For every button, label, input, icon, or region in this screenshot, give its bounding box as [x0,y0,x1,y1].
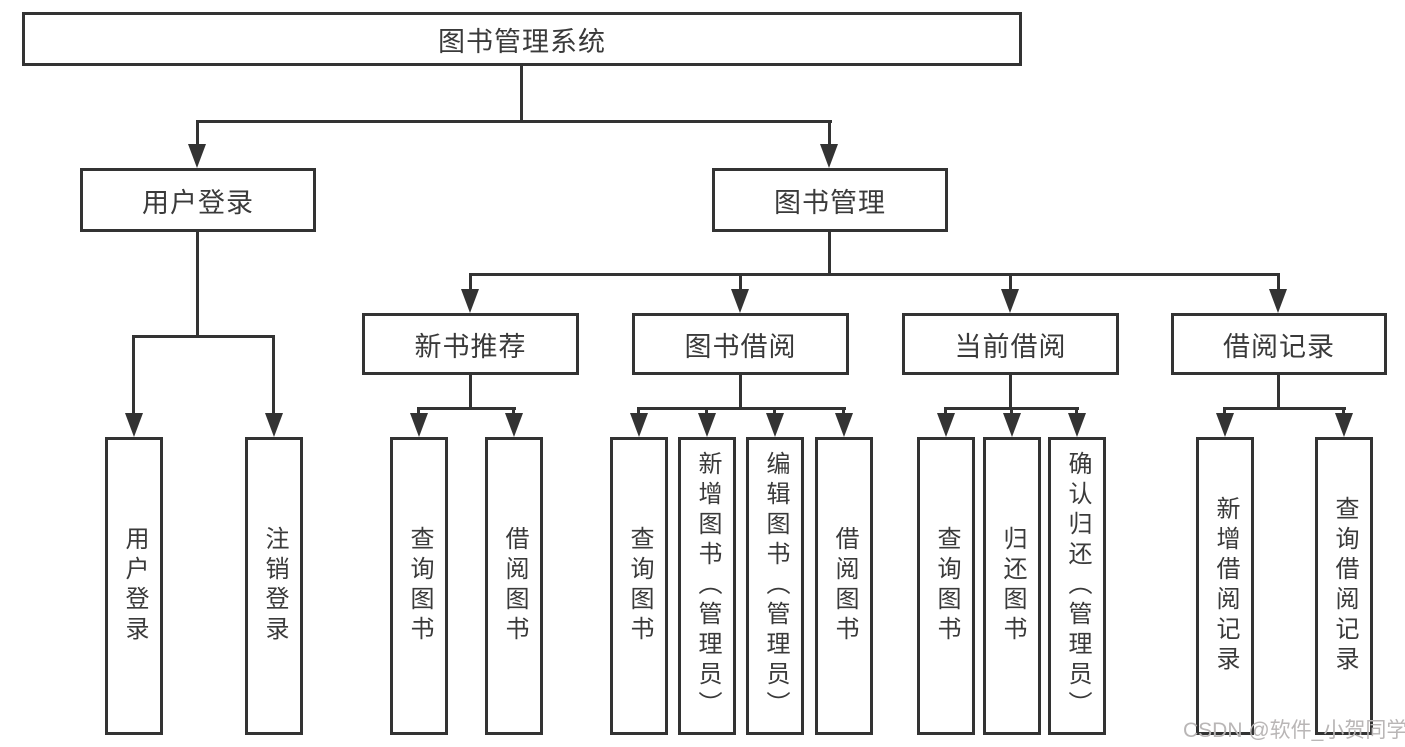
arrowhead-down [1001,289,1019,313]
node-root-label: 图书管理系统 [438,26,606,57]
connector-user-login-bar [133,335,275,338]
connector-root-stem [520,66,523,120]
connector-borrow-record-bar [1224,407,1346,410]
leaf-label: 借阅图书 [501,526,528,646]
arrowhead-down [1003,413,1021,437]
arrowhead-down [410,413,428,437]
leaf-borrow-book: 借阅图书 [815,437,873,735]
connector-new-book-stem [469,375,472,407]
node-borrow-record-label: 借阅记录 [1223,331,1335,362]
node-current-borrow: 当前借阅 [902,313,1119,375]
connector-user-login-stem [196,232,199,335]
leaf-return-book: 归还图书 [983,437,1041,735]
leaf-label: 归还图书 [999,526,1026,646]
node-current-borrow-label: 当前借阅 [954,331,1067,362]
connector-drop-book-borrow [739,273,742,295]
connector-drop-new-book [469,273,472,295]
node-root: 图书管理系统 [22,12,1022,66]
connector-drop-book-mgmt [828,120,831,148]
arrowhead-down [835,413,853,437]
leaf-query-book-current: 查询图书 [917,437,975,735]
arrowhead-down [937,413,955,437]
leaf-label: 新增图书（管理员） [694,451,721,721]
connector-drop-current-borrow [1009,273,1012,295]
leaf-label: 查询借阅记录 [1331,496,1358,676]
node-book-mgmt: 图书管理 [712,168,948,232]
arrowhead-down [766,413,784,437]
csdn-watermark: CSDN @软件_小贺同学 [1183,719,1405,742]
leaf-query-book-recommend: 查询图书 [390,437,448,735]
node-book-mgmt-label: 图书管理 [774,187,886,218]
connector-level2-bar [196,120,832,123]
arrowhead-down [265,413,283,437]
node-new-book-label: 新书推荐 [414,331,527,362]
arrowhead-down [125,413,143,437]
connector-drop-user-login [196,120,199,148]
arrowhead-down [731,289,749,313]
connector-current-borrow-stem [1009,375,1012,407]
leaf-query-borrow-record: 查询借阅记录 [1315,437,1373,735]
leaf-label: 编辑图书（管理员） [762,451,789,721]
connector-new-book-bar [418,407,516,410]
connector-drop-borrow-record [1277,273,1280,295]
leaf-borrow-book-recommend: 借阅图书 [485,437,543,735]
leaf-label: 借阅图书 [831,526,858,646]
leaf-query-book-borrow: 查询图书 [610,437,668,735]
arrowhead-down [630,413,648,437]
node-book-borrow-label: 图书借阅 [684,331,797,362]
leaf-user-login-label: 用户登录 [121,526,148,646]
arrowhead-down [698,413,716,437]
connector-drop-leaf [272,335,275,417]
leaf-label: 查询图书 [626,526,653,646]
node-borrow-record: 借阅记录 [1171,313,1387,375]
node-user-login-label: 用户登录 [142,187,254,218]
connector-book-borrow-bar [638,407,846,410]
leaf-user-login: 用户登录 [105,437,163,735]
leaf-add-borrow-record: 新增借阅记录 [1196,437,1254,735]
leaf-label: 查询图书 [406,526,433,646]
connector-borrow-record-stem [1277,375,1280,407]
arrowhead-down [461,289,479,313]
leaf-add-book-admin: 新增图书（管理员） [678,437,736,735]
node-new-book-recommend: 新书推荐 [362,313,579,375]
connector-level3-bar [469,273,1280,276]
leaf-edit-book-admin: 编辑图书（管理员） [746,437,804,735]
arrowhead-down [820,144,838,168]
arrowhead-down [1216,413,1234,437]
arrowhead-down [1335,413,1353,437]
leaf-label: 确认归还（管理员） [1064,451,1091,721]
node-book-borrow: 图书借阅 [632,313,849,375]
leaf-logout: 注销登录 [245,437,303,735]
node-user-login: 用户登录 [80,168,316,232]
leaf-label: 查询图书 [933,526,960,646]
leaf-label: 新增借阅记录 [1212,496,1239,676]
connector-drop-leaf [132,335,135,417]
leaf-confirm-return-admin: 确认归还（管理员） [1048,437,1106,735]
arrowhead-down [1068,413,1086,437]
arrowhead-down [188,144,206,168]
connector-book-mgmt-stem [828,232,831,273]
connector-book-borrow-stem [739,375,742,407]
arrowhead-down [505,413,523,437]
leaf-logout-label: 注销登录 [261,526,288,646]
arrowhead-down [1269,289,1287,313]
